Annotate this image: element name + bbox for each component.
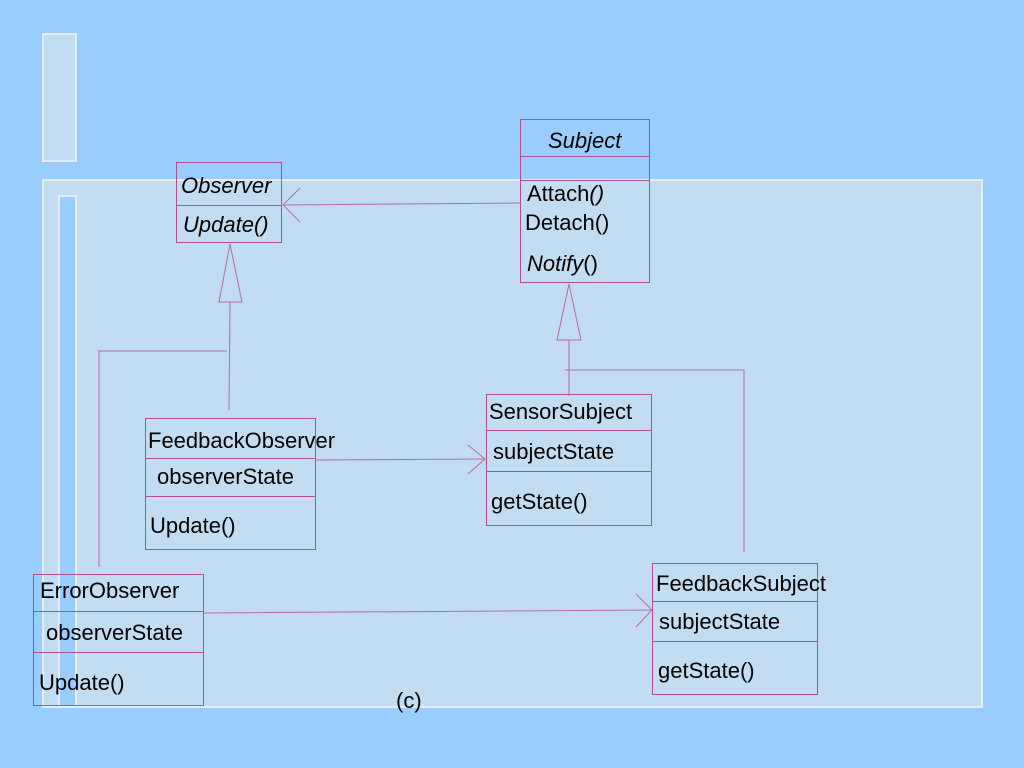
attribute-subjectstate: subjectState: [493, 439, 615, 464]
arrowhead-sensorsubject: [467, 444, 486, 475]
class-feedbacksubject[interactable]: FeedbackSubject subjectState getState(): [652, 563, 826, 695]
attribute-observerstate: observerState: [157, 464, 294, 489]
attributes-divider: [487, 430, 651, 431]
class-name: FeedbackObserver: [148, 428, 336, 453]
methods-divider: [146, 496, 315, 497]
methods-divider: [653, 641, 817, 642]
figure-caption: (c): [396, 688, 422, 713]
class-name: SensorSubject: [489, 399, 633, 424]
decorative-panel-top: [42, 33, 77, 162]
class-feedbackobserver[interactable]: FeedbackObserver observerState Update(): [145, 418, 335, 550]
attributes-divider: [653, 601, 817, 602]
method-attach: Attach(): [527, 181, 605, 206]
class-sensorsubject[interactable]: SensorSubject subjectState getState(): [486, 394, 652, 526]
method-detach: Detach(): [525, 210, 610, 235]
inheritance-triangle-observer: [218, 243, 243, 303]
methods-divider: [177, 205, 281, 206]
association-feedbackobserver-sensorsubject: [315, 458, 486, 461]
class-name: FeedbackSubject: [656, 571, 826, 596]
method-update: Update(): [183, 212, 269, 237]
methods-divider: [487, 471, 651, 472]
method-getstate: getState(): [658, 658, 755, 683]
decorative-bar: [58, 195, 77, 708]
methods-divider: [521, 180, 649, 181]
attributes-divider: [34, 611, 203, 612]
association-errorobserver-feedbacksubject: [203, 609, 653, 614]
method-notify: Notify(): [527, 251, 598, 276]
attributes-divider: [146, 458, 315, 459]
diagram-panel: [42, 179, 983, 708]
class-errorobserver[interactable]: ErrorObserver observerState Update(): [33, 574, 204, 706]
attribute-observerstate: observerState: [46, 620, 183, 645]
arrowhead-observer: [282, 187, 301, 223]
class-subject[interactable]: Subject Attach() Detach() Notify(): [520, 119, 650, 283]
class-name: Observer: [181, 173, 272, 198]
class-name: ErrorObserver: [40, 578, 180, 603]
class-observer[interactable]: Observer Update(): [176, 162, 282, 243]
association-subject-observer: [282, 202, 521, 206]
attribute-subjectstate: subjectState: [659, 609, 781, 634]
method-getstate: getState(): [491, 489, 588, 514]
method-update: Update(): [39, 670, 125, 695]
class-name: Subject: [548, 128, 622, 153]
methods-divider: [34, 652, 203, 653]
inheritance-line-feedbacksubject: [565, 369, 745, 552]
method-update: Update(): [150, 513, 236, 538]
inheritance-line-errorobserver: [98, 350, 227, 567]
attributes-divider: [521, 156, 649, 157]
inheritance-triangle-subject: [556, 283, 582, 341]
inheritance-line-feedbackobserver: [228, 301, 231, 411]
